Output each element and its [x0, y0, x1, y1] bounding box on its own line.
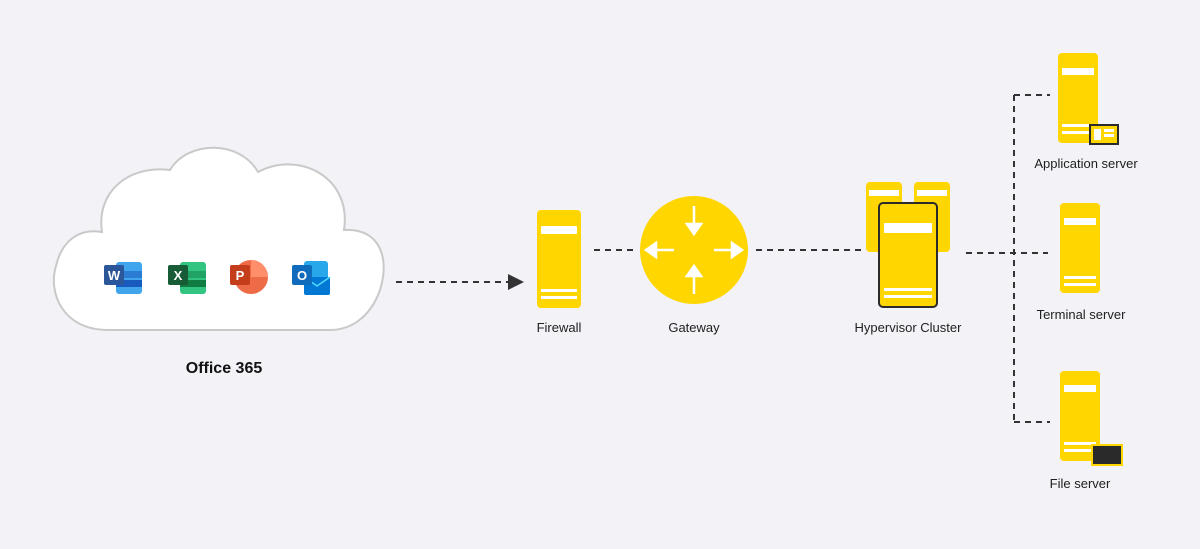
file-server-icon: [1060, 371, 1123, 466]
svg-text:X: X: [174, 268, 183, 283]
application-server-icon: [1058, 53, 1119, 145]
firewall-server-icon: [537, 210, 581, 308]
gateway-router-icon: [640, 196, 748, 304]
office365-label: Office 365: [185, 360, 263, 377]
hypervisor-cluster-icon: [866, 182, 950, 308]
connectors: [396, 94, 1050, 423]
excel-icon: X: [168, 262, 206, 294]
powerpoint-icon: P: [230, 260, 268, 294]
terminal-server-icon: [1060, 203, 1100, 293]
office365-cloud: [52, 146, 385, 331]
word-icon: W: [104, 262, 142, 294]
svg-text:W: W: [108, 268, 121, 283]
terminal-server-label: Terminal server: [1036, 307, 1126, 322]
svg-text:O: O: [297, 268, 307, 283]
firewall-label: Firewall: [536, 320, 582, 335]
file-server-label: File server: [1049, 476, 1111, 491]
svg-text:P: P: [236, 268, 245, 283]
hypervisor-cluster-label: Hypervisor Cluster: [854, 320, 962, 335]
outlook-icon: O: [292, 261, 331, 295]
gateway-label: Gateway: [668, 320, 720, 335]
application-server-label: Application server: [1034, 156, 1138, 171]
